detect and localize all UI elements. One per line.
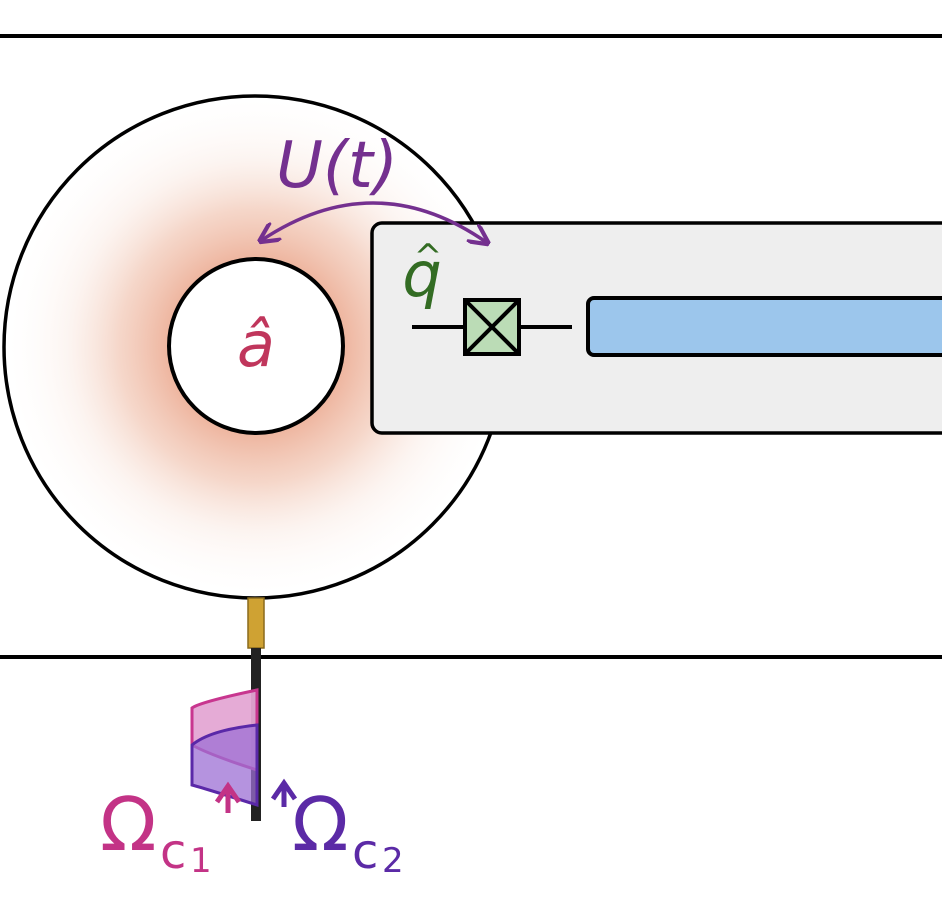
- drive1-arrow-icon: [214, 781, 242, 813]
- qubit-label: q: [402, 238, 441, 311]
- drive1-sub-index: 1: [190, 841, 212, 881]
- coupling-pin: [247, 597, 265, 649]
- inner-cavity: [167, 257, 345, 435]
- drive2-omega: Ω: [292, 782, 349, 868]
- drive1-label: Ω c 1: [100, 782, 212, 881]
- readout-resonator: [586, 296, 942, 357]
- coupling-arrow: [262, 201, 486, 242]
- josephson-junction-icon: [463, 298, 521, 356]
- unitary-label: U(t): [276, 129, 398, 203]
- cavity-mode-label: â: [237, 308, 275, 381]
- drive2-sub-index: 2: [382, 841, 404, 881]
- drive-pulse-2: [190, 723, 259, 808]
- drive1-omega: Ω: [100, 782, 157, 868]
- drive2-sub-letter: c: [352, 824, 378, 880]
- qubit-hat: ^: [414, 237, 443, 277]
- drive2-label: Ω c 2: [292, 782, 404, 881]
- drive1-sub-letter: c: [160, 824, 186, 880]
- drive2-arrow-icon: [270, 778, 298, 807]
